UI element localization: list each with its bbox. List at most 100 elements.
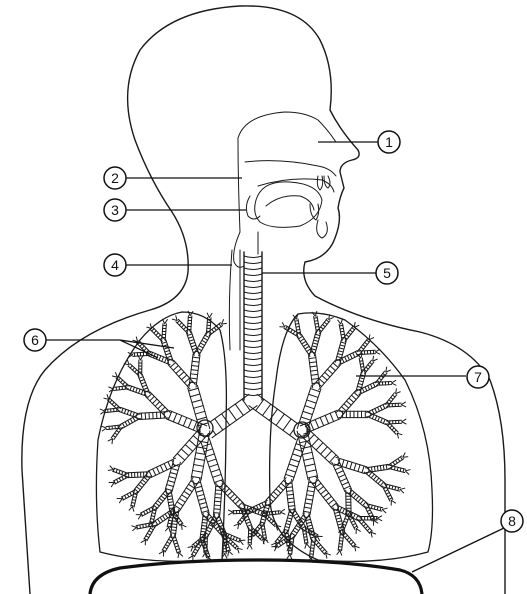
left-inner-branch-ring — [247, 525, 251, 527]
right-upper-branch-ring — [339, 325, 342, 326]
right-upper-branch-ring — [315, 326, 318, 327]
left-upper-branch-tip — [207, 313, 212, 318]
trachea-ring — [244, 346, 262, 348]
right-upper-branch-ring — [296, 329, 299, 330]
left-inner-branch-ring — [228, 540, 230, 542]
right-upper-branch-ring — [314, 321, 317, 322]
right-inner-branch-ring — [257, 527, 259, 529]
right-inner-branch-ring — [279, 537, 281, 539]
right-inner-branch-ring — [240, 520, 242, 522]
left-inner-branch-ring — [230, 494, 235, 498]
right-upper-branch-ring — [341, 331, 344, 332]
trachea-ring — [244, 358, 262, 360]
left-base-branch-ring — [203, 517, 208, 518]
callout-2-label: 2 — [111, 170, 119, 186]
callout-5: 5 — [376, 262, 398, 284]
right-middle-branch-ring — [360, 364, 363, 365]
main-bronchus-left-ring — [242, 399, 250, 410]
left-inner-branch-ring — [271, 521, 273, 523]
callout-3: 3 — [104, 199, 126, 221]
callout-8-label: 8 — [508, 513, 516, 529]
left-middle-branch-tip — [112, 372, 117, 377]
main-bronchus-left-ring — [228, 409, 236, 420]
right-middle-branch-ring — [360, 361, 363, 362]
left-inner-branch-ring — [233, 544, 235, 546]
left-inner-branch-ring — [235, 546, 237, 548]
left-upper-branch-ring — [219, 324, 221, 327]
diaphragm — [90, 560, 422, 594]
left-upper-branch-tip — [147, 324, 152, 329]
left-upper-branch-tip — [221, 320, 226, 325]
right-inner-branch-ring — [262, 529, 265, 530]
left-inner-branch-ring — [258, 535, 260, 537]
left-inner-branch-tip — [237, 548, 242, 553]
right-upper-branch-tip — [280, 323, 285, 327]
left-base-branch-ring — [236, 538, 237, 541]
nasal-cavity-inner — [245, 161, 336, 176]
right-inner-branch-ring — [304, 540, 307, 541]
trachea-ring — [244, 310, 262, 312]
left-base-branch-ring — [140, 525, 141, 528]
left-base-branch-ring — [171, 533, 176, 534]
right-upper-branch-ring — [314, 318, 317, 319]
left-base-branch-ring — [201, 528, 206, 529]
trachea — [244, 252, 262, 400]
left-base-branch-ring — [149, 523, 150, 526]
trachea-ring — [244, 334, 262, 336]
right-base-branch-tip — [287, 554, 292, 559]
left-base-branch-ring — [172, 521, 177, 522]
left-inner-branch-tip — [247, 544, 252, 548]
right-base-branch-ring — [284, 539, 286, 542]
left-inner-branch-ring — [245, 519, 249, 521]
right-inner-branch-ring — [303, 531, 306, 532]
callout-6-label: 6 — [31, 332, 39, 348]
right-upper-branch-ring — [295, 324, 298, 325]
callout-4-label: 4 — [111, 257, 119, 273]
left-base-branch-ring — [173, 518, 178, 519]
trachea-ring — [244, 382, 262, 384]
right-upper-branch-tip — [369, 335, 374, 340]
left-base-branch-ring — [146, 524, 147, 527]
left-base-branch-ring — [203, 520, 208, 521]
right-base-branch-ring — [279, 543, 281, 546]
left-base-branch-ring — [172, 524, 177, 525]
right-upper-branch-ring — [340, 328, 343, 329]
left-base-branch-tip — [228, 551, 233, 556]
trachea-ring — [244, 388, 262, 390]
right-base-branch-ring — [281, 541, 283, 544]
left-base-branch-ring — [202, 525, 207, 526]
right-inner-branch-ring — [286, 536, 289, 537]
left-inner-branch-ring — [267, 517, 269, 519]
right-inner-branch-ring — [262, 503, 264, 507]
left-base-branch-ring — [230, 535, 231, 538]
left-inner-branch-ring — [238, 502, 243, 506]
trachea-ring — [244, 304, 262, 306]
right-inner-branch-ring — [265, 507, 269, 508]
trachea-ring — [244, 328, 262, 330]
left-base-branch-ring — [171, 530, 176, 531]
left-upper-branch-tip — [133, 337, 138, 342]
left-base-branch-ring — [143, 524, 144, 527]
right-upper-branch-ring — [286, 326, 288, 329]
trachea-ring — [244, 370, 262, 372]
left-base-branch-ring — [173, 515, 178, 516]
right-middle-branch-ring — [361, 367, 364, 368]
left-middle-branch-tip — [104, 395, 109, 400]
nasal-pharynx-outline — [238, 112, 336, 232]
left-inner-branch-ring — [235, 499, 240, 503]
trachea-ring — [244, 274, 262, 276]
left-inner-branch-ring — [258, 510, 260, 514]
right-upper-branch-ring — [315, 324, 318, 325]
tongue-inner — [266, 196, 314, 210]
epiglottis — [246, 196, 260, 219]
trachea-ring — [244, 268, 262, 270]
callout-7: 7 — [467, 366, 489, 388]
left-inner-branch-ring — [231, 542, 233, 544]
trachea-ring — [244, 340, 262, 342]
right-inner-branch-ring — [277, 539, 279, 541]
right-inner-branch-ring — [287, 542, 290, 543]
trachea-ring — [244, 280, 262, 282]
left-inner-branch-ring — [260, 537, 262, 539]
callout-1: 1 — [378, 131, 400, 153]
callout-7-label: 7 — [474, 369, 482, 385]
